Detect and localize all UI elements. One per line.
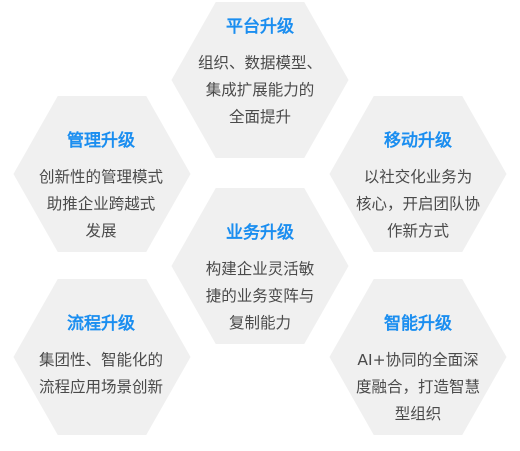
hex-desc-line: 型组织 [394,405,442,423]
hex-description: 以社交化业务为 核心，开启团队协 作新方式 [333,164,503,245]
hex-management-upgrade: 管理升级 创新性的管理模式 助推企业跨越式 发展 [16,130,186,245]
hex-shape-platform [165,0,355,164]
hex-shape-process [7,273,197,441]
hex-desc-line: 作新方式 [386,222,449,240]
hex-desc-line: 创新性的管理模式 [38,168,163,186]
hex-description: 组织、数据模型、 集成扩展能力的 全面提升 [175,50,345,131]
hex-desc-line: 集成扩展能力的 [205,81,315,99]
hex-desc-line: 构建企业灵活敏 [205,260,315,278]
hex-desc-line: 核心，开启团队协 [355,195,480,213]
hex-title: 智能升级 [384,314,452,334]
hex-title: 移动升级 [384,131,452,151]
hex-description: AI+协同的全面深 度融合，打造智慧 型组织 [333,347,503,428]
hex-desc-line: 流程应用场景创新 [38,378,163,396]
hex-platform-upgrade: 平台升级 组织、数据模型、 集成扩展能力的 全面提升 [175,16,345,131]
hex-desc-line: 助推企业跨越式 [46,195,156,213]
hex-desc-line: 集团性、智能化的 [38,351,163,369]
hex-description: 创新性的管理模式 助推企业跨越式 发展 [16,164,186,245]
hex-desc-line: 发展 [85,222,117,240]
hex-shape-mobile [323,90,513,258]
hex-shape-intelligence [323,273,513,441]
hex-shape-management [7,90,197,258]
hex-desc-line: 捷的业务变阵与 [205,287,315,305]
hex-desc-line: 以社交化业务为 [363,168,473,186]
hex-desc-line: AI+协同的全面深 [357,351,479,369]
hex-desc-line: 全面提升 [228,108,291,126]
hex-description: 集团性、智能化的 流程应用场景创新 [16,347,186,401]
hex-desc-line: 组织、数据模型、 [197,54,322,72]
hex-process-upgrade: 流程升级 集团性、智能化的 流程应用场景创新 [16,313,186,401]
hex-description: 构建企业灵活敏 捷的业务变阵与 复制能力 [175,256,345,337]
hex-intelligence-upgrade: 智能升级 AI+协同的全面深 度融合，打造智慧 型组织 [333,313,503,428]
hex-title: 流程升级 [67,314,135,334]
hex-shape-business [165,182,355,350]
hex-title: 管理升级 [67,131,135,151]
hex-mobile-upgrade: 移动升级 以社交化业务为 核心，开启团队协 作新方式 [333,130,503,245]
hex-title: 业务升级 [226,223,294,243]
hex-desc-line: 复制能力 [228,314,291,332]
hex-desc-line: 度融合，打造智慧 [355,378,480,396]
hex-business-upgrade: 业务升级 构建企业灵活敏 捷的业务变阵与 复制能力 [175,222,345,337]
hex-title: 平台升级 [226,17,294,37]
